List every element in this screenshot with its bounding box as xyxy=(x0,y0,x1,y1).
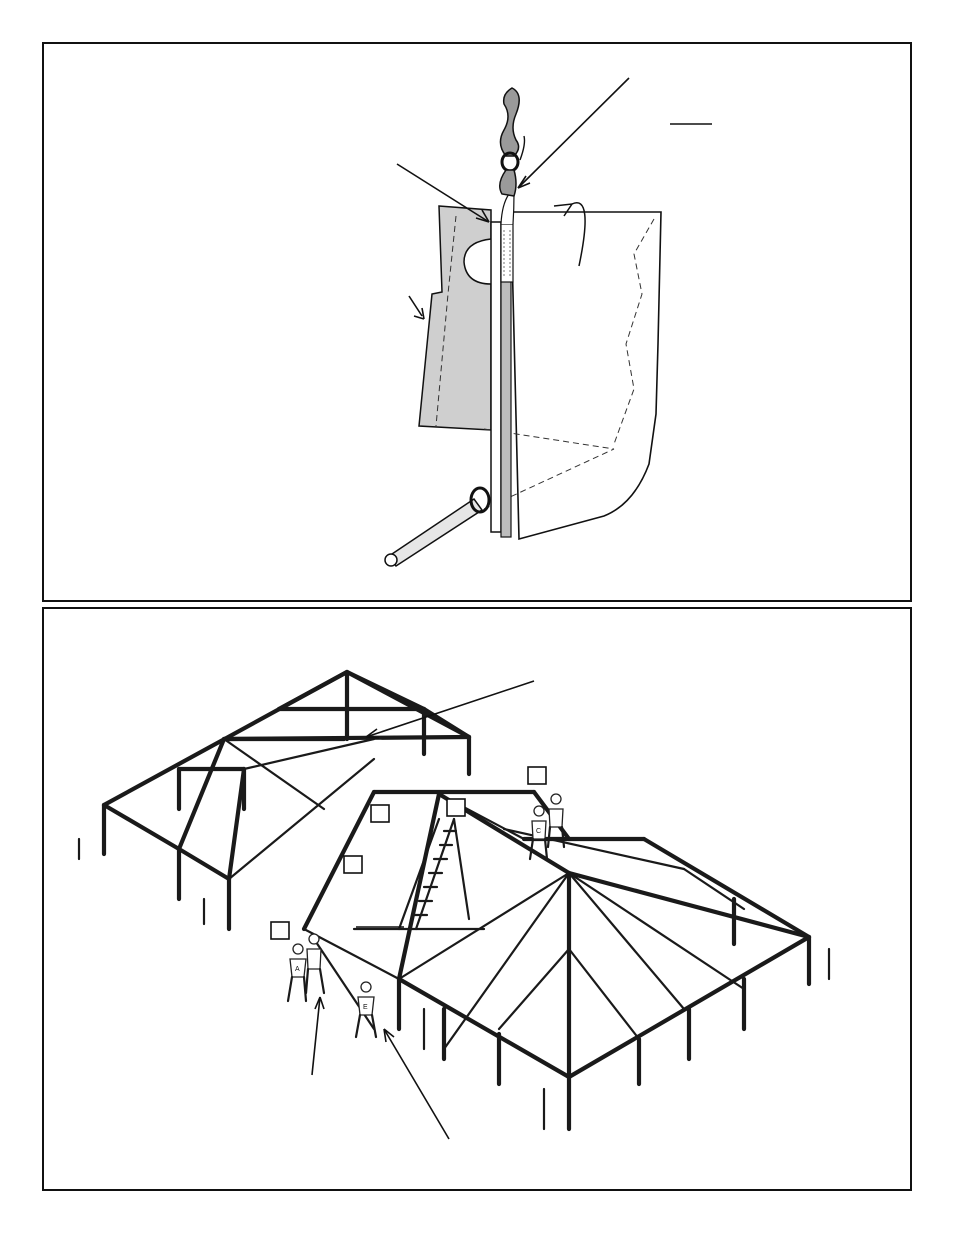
worker-a-label: A xyxy=(295,966,300,973)
callout-box-4 xyxy=(344,856,362,873)
right-frame-section xyxy=(399,794,829,1129)
leader-worker xyxy=(312,997,320,1075)
fabric-panel xyxy=(511,212,661,539)
worker-e-label: E xyxy=(363,1004,368,1011)
keder-track xyxy=(491,222,501,532)
ridge-pole xyxy=(385,488,489,566)
tent-frame-diagram: A E C xyxy=(44,609,914,1193)
top-diagram-panel xyxy=(42,42,912,602)
callout-box-1 xyxy=(528,767,546,784)
leader-base xyxy=(384,1029,449,1139)
side-wall-panel xyxy=(419,206,491,430)
leader-side-panel xyxy=(409,296,422,316)
lifting-strap xyxy=(501,224,513,282)
callout-box-3 xyxy=(371,805,389,822)
worker-c-label: C xyxy=(536,828,541,835)
leader-hook xyxy=(518,78,629,188)
left-frame-section xyxy=(79,672,469,929)
callout-box-5 xyxy=(271,922,289,939)
callout-box-2 xyxy=(447,799,465,816)
fabric-hanging-diagram xyxy=(44,44,914,604)
bottom-diagram-panel: A E C xyxy=(42,607,912,1191)
worker-c: C xyxy=(530,794,564,859)
lifting-hook xyxy=(500,88,525,196)
ladder xyxy=(399,819,469,929)
